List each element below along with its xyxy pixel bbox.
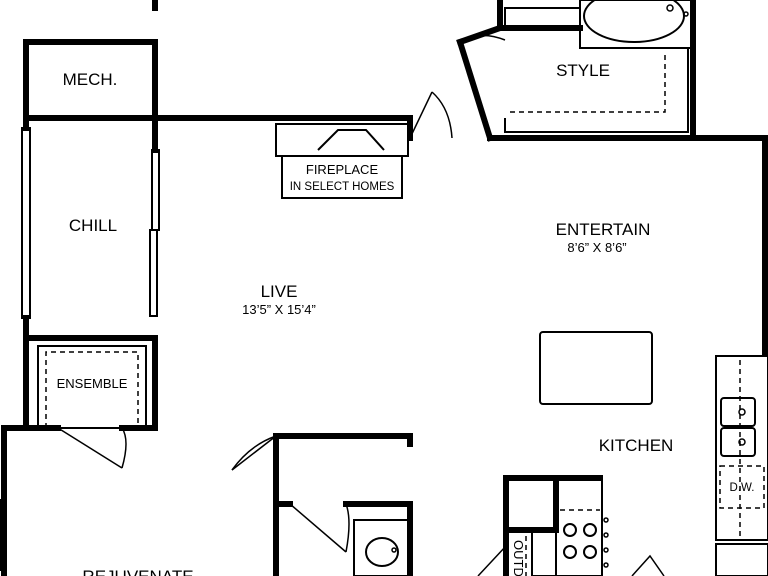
room-label-chill: CHILL (69, 216, 117, 235)
doors (57, 34, 507, 576)
dishwasher (719, 465, 765, 509)
kitchen-counter: D.W. (715, 355, 768, 576)
fireplace: FIREPLACE IN SELECT HOMES (275, 123, 409, 199)
room-label-entertain: ENTERTAIN (556, 220, 651, 239)
room-label-rejuvenate: REJUVENATE (82, 567, 193, 576)
ensemble-shelving (45, 351, 139, 428)
room-label-style: STYLE (556, 61, 610, 80)
room-label-live: LIVE (261, 282, 298, 301)
room-label-ensemble: ENSEMBLE (57, 376, 128, 391)
dishwasher-label: D.W. (730, 482, 755, 494)
style-fixtures (504, 0, 694, 133)
bath-vanity (353, 519, 411, 576)
room-label-mech: MECH. (63, 70, 118, 89)
bath-sink (365, 537, 399, 567)
room-dimensions-entertain: 8’6” X 8’6” (567, 240, 626, 255)
range (555, 477, 665, 576)
sink (720, 397, 756, 427)
bathtub (583, 0, 685, 43)
fireplace-label: FIREPLACE (306, 162, 379, 177)
kitchen-island (539, 331, 653, 405)
chill-windows (0, 117, 160, 571)
room-labels: MECH. STYLE CHILL LIVE 13’5” X 15’4” ENT… (57, 61, 674, 576)
fireplace-note: IN SELECT HOMES (290, 181, 395, 193)
room-dimensions-live: 13’5” X 15’4” (242, 302, 316, 317)
room-label-kitchen: KITCHEN (599, 436, 674, 455)
room-label-outdoor: OUTD (511, 540, 526, 576)
